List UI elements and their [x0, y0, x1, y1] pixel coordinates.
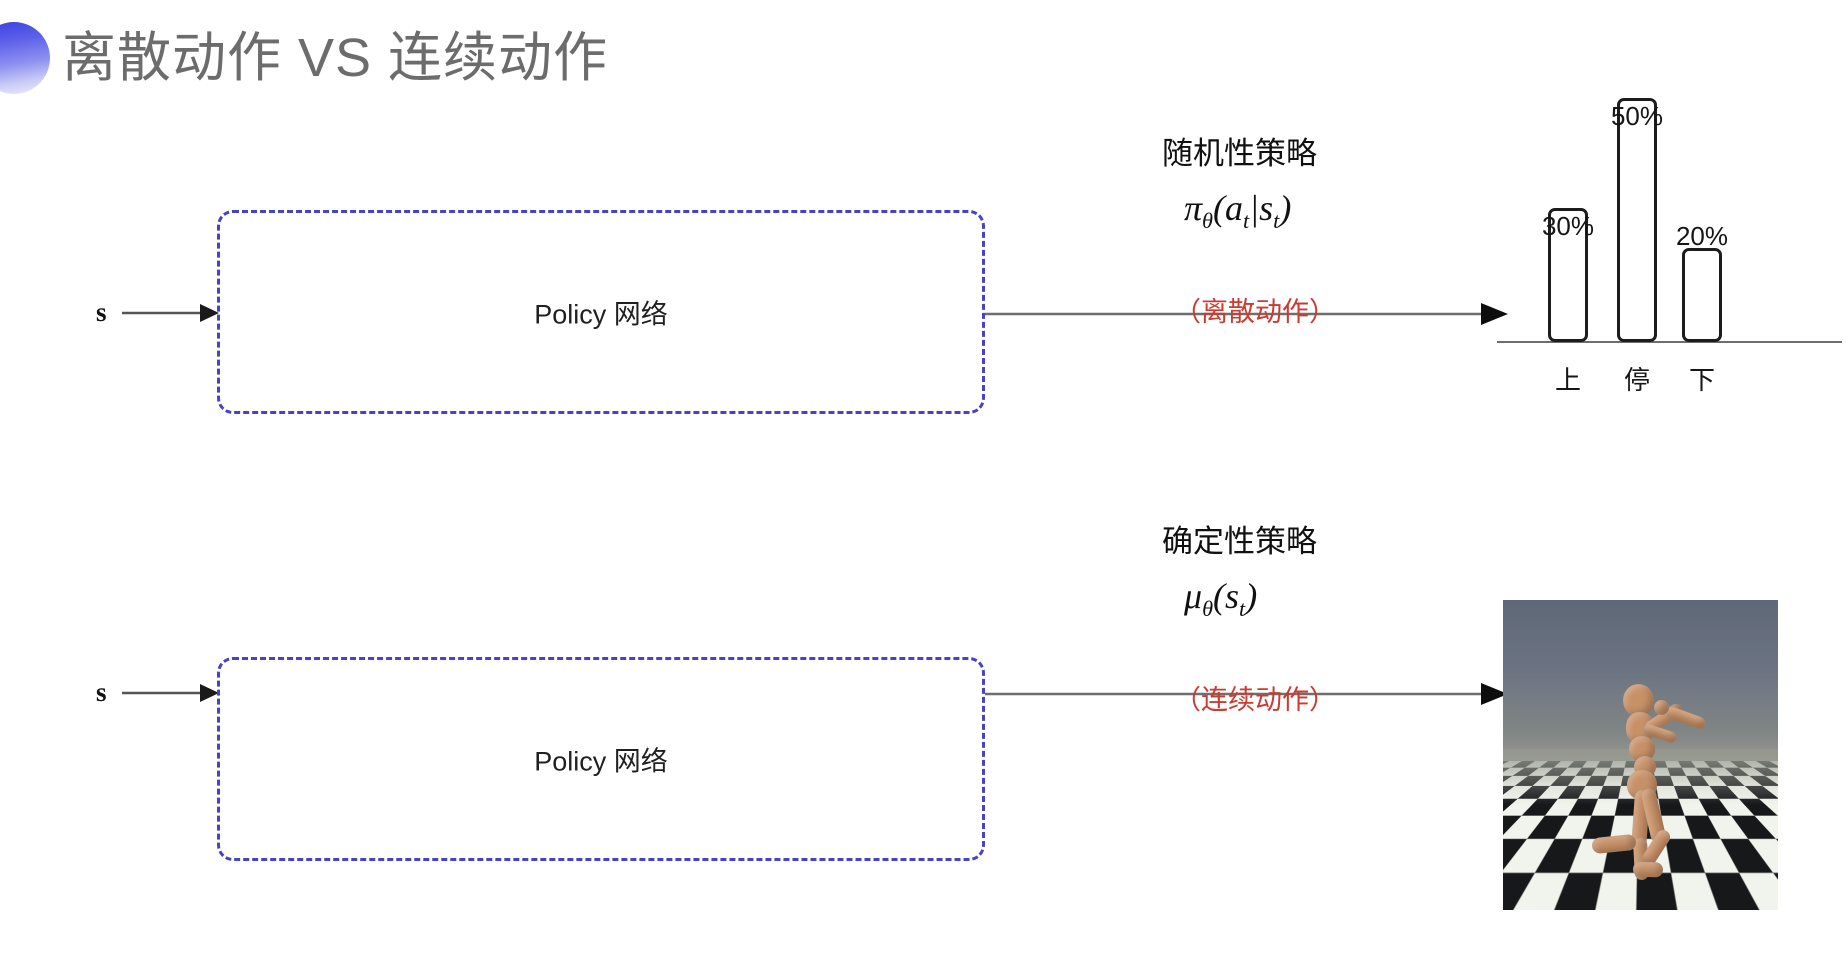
humanoid-hand	[1654, 700, 1669, 715]
half-circle-gradient-icon	[0, 22, 50, 94]
humanoid-foot-back	[1591, 833, 1637, 855]
deterministic-policy-name: 确定性策略	[1162, 524, 1317, 559]
bar-stop	[1617, 98, 1657, 342]
formula-mu: μ	[1184, 576, 1203, 616]
chart-baseline	[1497, 341, 1842, 343]
stochastic-policy-annotation: 随机性策略 πθ(at|st) （离散动作）	[1162, 128, 1336, 329]
bar-category-stop: 停	[1623, 365, 1650, 395]
state-input-label-bottom: s	[96, 677, 107, 707]
page-title: 离散动作 VS 连续动作	[62, 28, 609, 88]
formula-open-a: (a	[1213, 188, 1244, 228]
bar-up	[1548, 208, 1588, 342]
formula-pipe-s: |s	[1249, 188, 1274, 228]
deterministic-policy-annotation: 确定性策略 μθ(st) （连续动作）	[1162, 516, 1336, 717]
formula-t-sub-3: t	[1239, 596, 1246, 622]
humanoid-robot-figure	[1503, 600, 1778, 910]
formula-t-sub-2: t	[1273, 208, 1280, 234]
bar-down	[1682, 248, 1722, 342]
arrow-state-to-policy-top	[122, 304, 219, 322]
bar-value-up: 30%	[1541, 211, 1595, 241]
humanoid-simulation-image	[1503, 600, 1778, 910]
formula-t-sub-1: t	[1243, 208, 1250, 234]
policy-network-label-top: Policy 网络	[534, 299, 668, 330]
state-input-label-top: s	[96, 297, 107, 327]
formula-close-paren: )	[1279, 188, 1292, 228]
formula-pi: π	[1184, 188, 1203, 228]
humanoid-forearm	[1665, 705, 1707, 731]
arrow-policy-to-output-top	[985, 303, 1508, 325]
bar-value-down: 20%	[1675, 221, 1729, 251]
arrow-policy-to-output-bottom	[985, 683, 1508, 705]
discrete-action-note: （离散动作）	[1174, 297, 1336, 328]
humanoid-head	[1623, 684, 1654, 717]
policy-network-box-top[interactable]: Policy 网络	[217, 210, 985, 414]
formula-theta-sub: θ	[1202, 208, 1214, 234]
formula-close-paren-2: )	[1245, 576, 1258, 616]
action-probability-bar-chart: 30% 50% 20% 上 停 下	[1497, 95, 1842, 425]
stochastic-policy-name: 随机性策略	[1162, 136, 1317, 171]
continuous-action-note: （连续动作）	[1174, 685, 1336, 716]
humanoid-foot-front	[1632, 861, 1664, 878]
deterministic-policy-formula: μθ(st)	[1184, 575, 1336, 622]
arrow-state-to-policy-bottom	[122, 684, 219, 702]
policy-network-label-bottom: Policy 网络	[534, 746, 668, 777]
bar-category-up: 上	[1554, 365, 1581, 395]
bar-category-down: 下	[1688, 365, 1715, 395]
formula-open-s: (s	[1213, 576, 1240, 616]
policy-network-box-bottom[interactable]: Policy 网络	[217, 657, 985, 861]
bar-value-stop: 50%	[1610, 101, 1664, 131]
stochastic-policy-formula: πθ(at|st)	[1184, 187, 1336, 234]
formula-theta-sub-2: θ	[1202, 596, 1214, 622]
